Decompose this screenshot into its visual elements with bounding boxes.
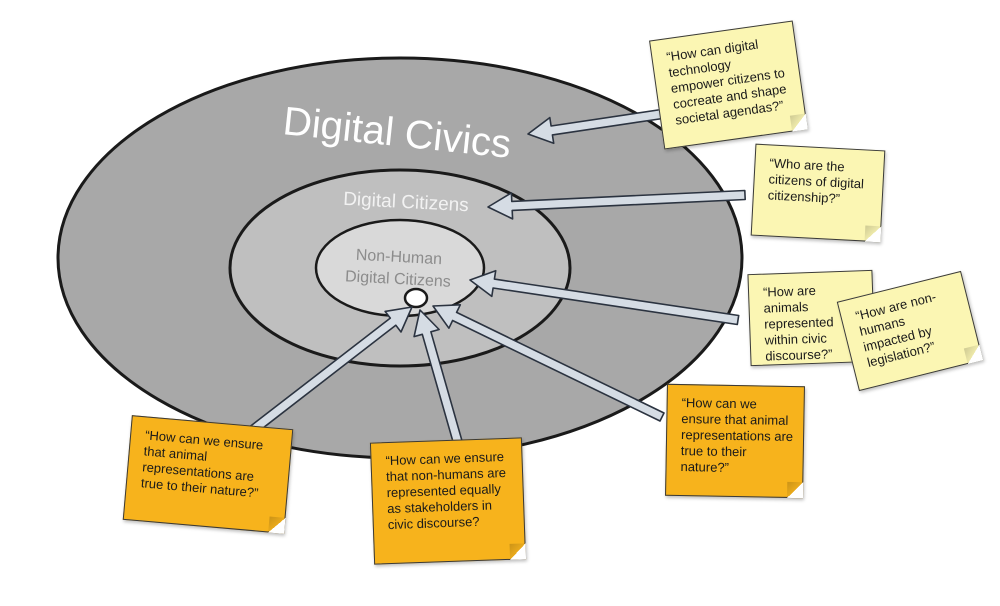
sticky-note-stakeholders: “How can we ensure that non-humans are r… xyxy=(369,437,527,565)
note-citizens-text: “Who are the citizens of digital citizen… xyxy=(767,155,865,207)
arrow-from-left-note xyxy=(236,306,413,445)
sticky-note-left-true-nature: “How can we ensure that animal represent… xyxy=(122,415,294,534)
note-left-true-nature-text: “How can we ensure that animal represent… xyxy=(140,427,264,501)
sticky-note-citizens: “Who are the citizens of digital citizen… xyxy=(750,143,886,243)
arrow-to-digital-citizens xyxy=(487,189,747,220)
arrow-layer xyxy=(236,108,747,453)
center-point xyxy=(403,287,429,309)
arrow-from-stakeholders-note xyxy=(413,309,466,453)
inner-ring-non-human-citizens xyxy=(314,218,486,318)
arrow-to-digital-civics xyxy=(527,108,664,145)
sticky-note-right-true-nature: “How can we ensure that animal represent… xyxy=(665,383,805,499)
note-legislation-text: “How are non-humans impacted by legislat… xyxy=(853,288,938,371)
note-stakeholders-text: “How can we ensure that non-humans are r… xyxy=(385,449,507,533)
arrow-from-animals-note xyxy=(469,269,740,326)
arrow-from-right-note xyxy=(432,303,665,422)
sticky-note-civics: “How can digital technology empower citi… xyxy=(649,20,808,150)
note-right-true-nature-text: “How can we ensure that animal represent… xyxy=(680,395,794,475)
note-civics-text: “How can digital technology empower citi… xyxy=(665,36,788,128)
inner-ring-label-line1: Non-Human xyxy=(355,247,442,268)
inner-ring-label-line2: Digital Citizens xyxy=(345,268,452,291)
